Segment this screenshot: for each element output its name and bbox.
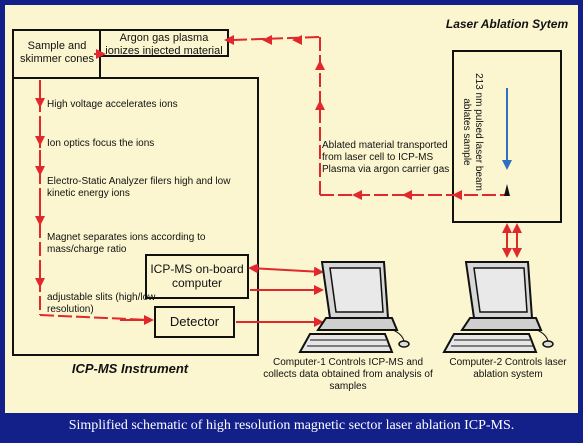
computer-2-icon bbox=[442, 261, 554, 353]
step-esa: Electro-Static Analyzer filers high and … bbox=[47, 176, 231, 199]
onboard-computer-label: ICP-MS on-board computer bbox=[150, 262, 244, 290]
laser-beam-label: 213 nm pulsed laser beam ablates sample bbox=[461, 73, 484, 191]
step-ion-optics: Ion optics focus the ions bbox=[47, 138, 155, 149]
onboard-box bbox=[145, 254, 249, 299]
computer-2-label: Computer-2 Controls laser ablation syste… bbox=[449, 357, 567, 380]
laser-system-title: Laser Ablation Sytem bbox=[445, 17, 569, 31]
step-magnet: Magnet separates ions according to mass/… bbox=[47, 232, 206, 255]
instrument-title: ICP-MS Instrument bbox=[71, 361, 189, 376]
detector-label: Detector bbox=[169, 314, 220, 329]
sample-cones-label: Sample and skimmer cones bbox=[20, 40, 94, 65]
step-high-voltage: High voltage accelerates ions bbox=[47, 99, 178, 110]
computer-1-label: Computer-1 Controls ICP-MS and collects … bbox=[263, 357, 433, 392]
plasma-label: Argon gas plasma ionizes injected materi… bbox=[105, 32, 223, 57]
figure-caption: Simplified schematic of high resolution … bbox=[68, 418, 515, 433]
step-slits: adjustable slits (high/low resolution) bbox=[47, 292, 156, 315]
laser-box bbox=[452, 50, 562, 223]
arrow-onboard-to-pc1 bbox=[248, 263, 324, 277]
transport-label: Ablated material transported from laser … bbox=[322, 140, 450, 175]
detector-box bbox=[154, 306, 235, 338]
sample-cone bbox=[504, 184, 510, 196]
instrument-box bbox=[12, 77, 259, 356]
computer-1-icon bbox=[298, 261, 410, 353]
